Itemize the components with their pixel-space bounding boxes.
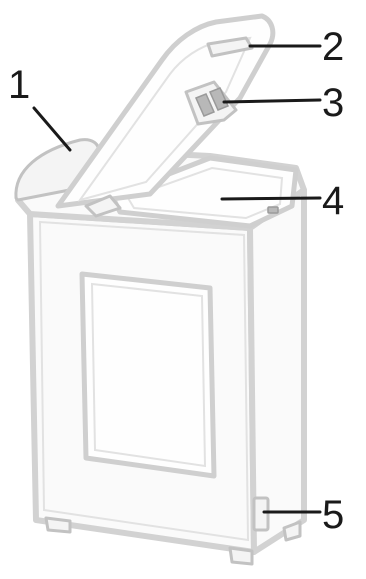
- drum-latch: [268, 207, 278, 213]
- front-left-foot: [46, 518, 70, 532]
- callout-5: 5: [322, 493, 344, 537]
- leader-line-1: [34, 108, 70, 150]
- front-window-frame: [82, 274, 214, 476]
- callout-2: 2: [322, 25, 344, 69]
- callout-4: 4: [322, 179, 344, 223]
- leader-line-3: [224, 100, 320, 102]
- filter-access-door: [254, 498, 268, 530]
- front-right-foot: [230, 548, 252, 564]
- callout-1: 1: [8, 63, 30, 107]
- front-window: [82, 274, 214, 476]
- callout-3: 3: [322, 81, 344, 125]
- filter-flap: [254, 498, 268, 530]
- leader-line-4: [222, 198, 320, 199]
